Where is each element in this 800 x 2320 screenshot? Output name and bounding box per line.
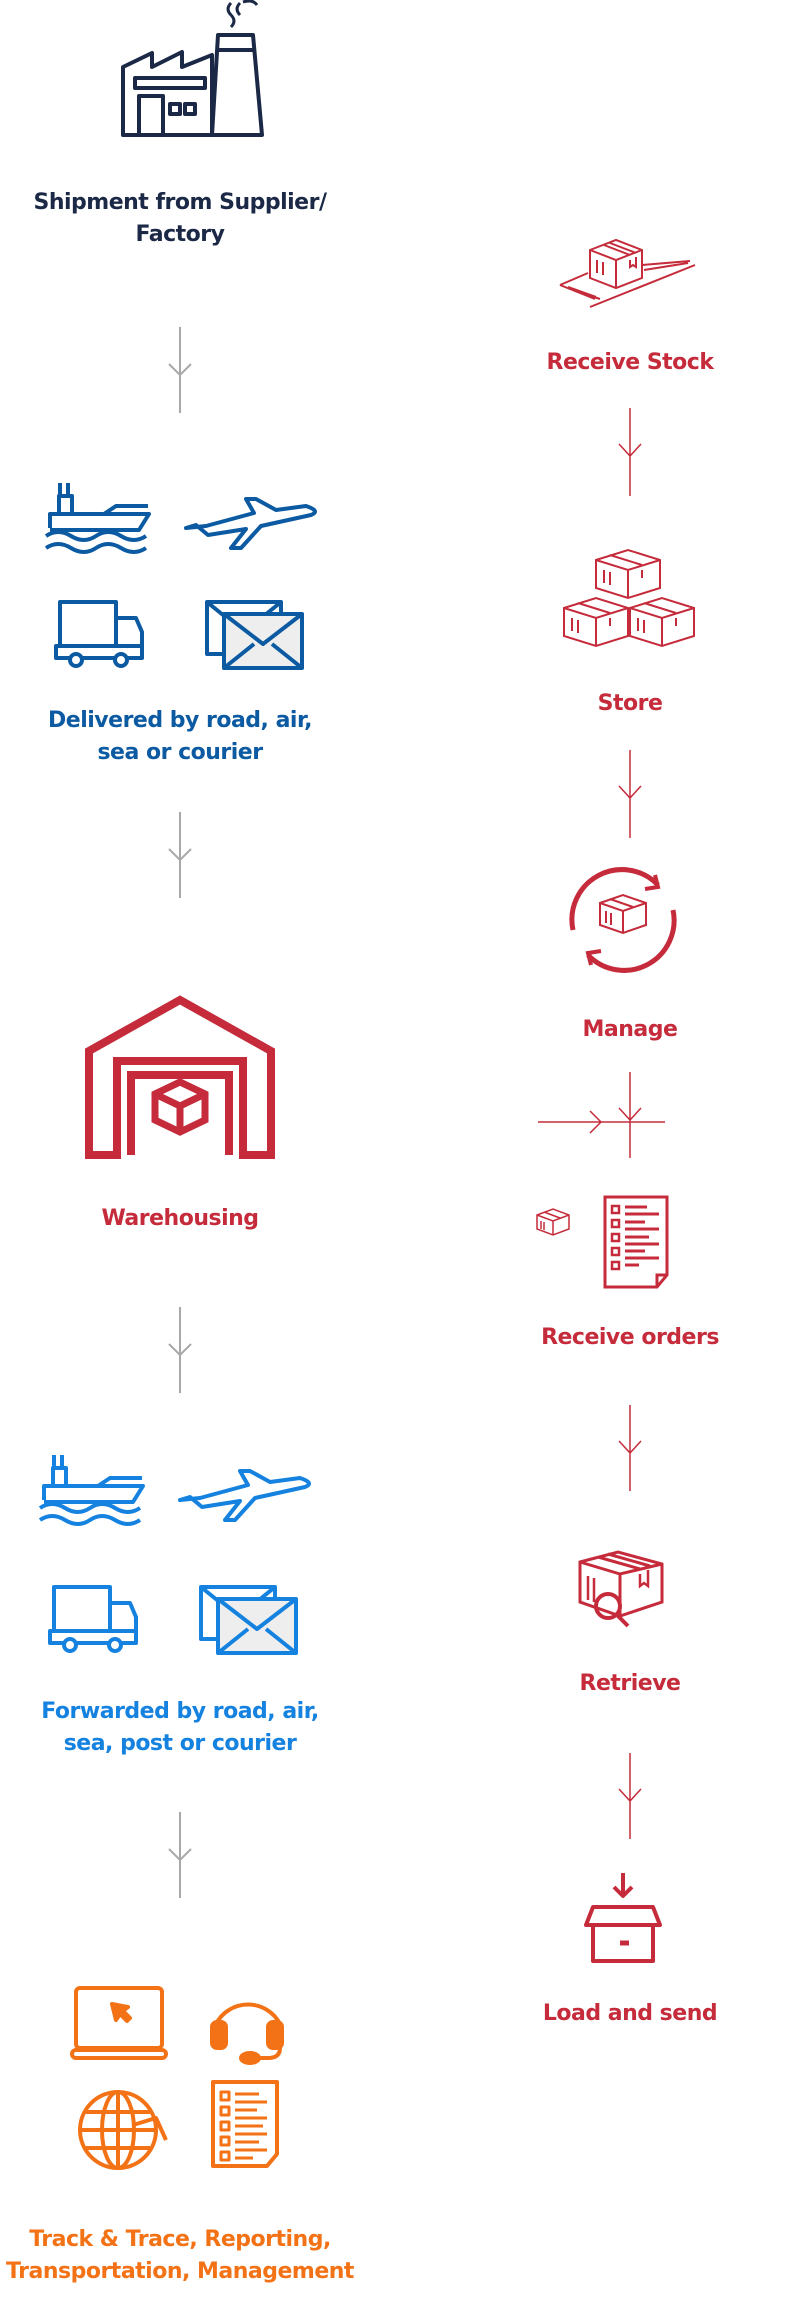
pallet-box-icon (559, 238, 696, 308)
ship-icon (44, 483, 151, 554)
ship-icon (38, 1455, 145, 1526)
services-icons (70, 1986, 284, 2170)
label-line: Transportation, Management (6, 2259, 354, 2284)
down-arrow-icon (168, 1812, 192, 1898)
down-arrow-icon (618, 408, 642, 496)
transport-icons (44, 483, 317, 670)
warehouse-icon (85, 995, 275, 1159)
down-arrow-icon (618, 750, 642, 838)
envelope-icon (199, 1585, 298, 1655)
step-label-receive-stock: Receive Stock (546, 350, 714, 375)
headset-icon (210, 2002, 284, 2065)
box-search-icon (578, 1550, 664, 1628)
step-label-shipment: Shipment from Supplier/Factory (0, 187, 360, 251)
down-arrow-icon (168, 327, 192, 413)
step-label-retrieve: Retrieve (579, 1671, 681, 1696)
step-label-receive-orders: Receive orders (541, 1325, 719, 1350)
transport-icons (38, 1455, 311, 1655)
step-label-manage: Manage (582, 1017, 678, 1042)
down-arrow-icon (618, 1405, 642, 1491)
stacked-boxes-icon (563, 548, 695, 648)
factory-icon (121, 0, 264, 137)
laptop-icon (70, 1986, 168, 2060)
open-box-icon (584, 1873, 662, 1963)
step-label-delivered: Delivered by road, air, sea or courier (0, 705, 360, 769)
plane-icon (184, 497, 317, 550)
down-arrow-icon (168, 1307, 192, 1393)
plane-icon (178, 1469, 311, 1522)
step-label-warehousing: Warehousing (0, 1203, 360, 1235)
globe-icon (78, 2090, 168, 2170)
right-arrow-icon (538, 1110, 665, 1134)
label-line: Delivered by road, air, (48, 708, 312, 733)
down-arrow-icon (168, 812, 192, 898)
down-arrow-icon (618, 1072, 642, 1158)
order-list-icon (536, 1195, 669, 1289)
step-label-services: Track & Trace, Reporting, Transportation,… (0, 2224, 370, 2288)
label-line: Track & Trace, Reporting, (29, 2227, 331, 2252)
envelope-icon (205, 600, 304, 670)
label-line: sea or courier (97, 740, 263, 765)
down-arrow-icon (618, 1753, 642, 1839)
step-label-load-and-send: Load and send (542, 2001, 718, 2026)
step-label-store: Store (597, 691, 663, 716)
truck-icon (54, 600, 144, 668)
step-label-forwarded: Forwarded by road, air, sea, post or cour… (0, 1696, 360, 1760)
truck-icon (48, 1585, 138, 1653)
label-line: sea, post or courier (63, 1731, 297, 1756)
label-line: Factory (135, 222, 225, 247)
label-line: Shipment from Supplier/ (33, 190, 328, 215)
label-line: Warehousing (101, 1206, 259, 1231)
refresh-box-icon (569, 867, 677, 973)
checklist-icon (211, 2080, 279, 2168)
label-line: Forwarded by road, air, (41, 1699, 319, 1724)
